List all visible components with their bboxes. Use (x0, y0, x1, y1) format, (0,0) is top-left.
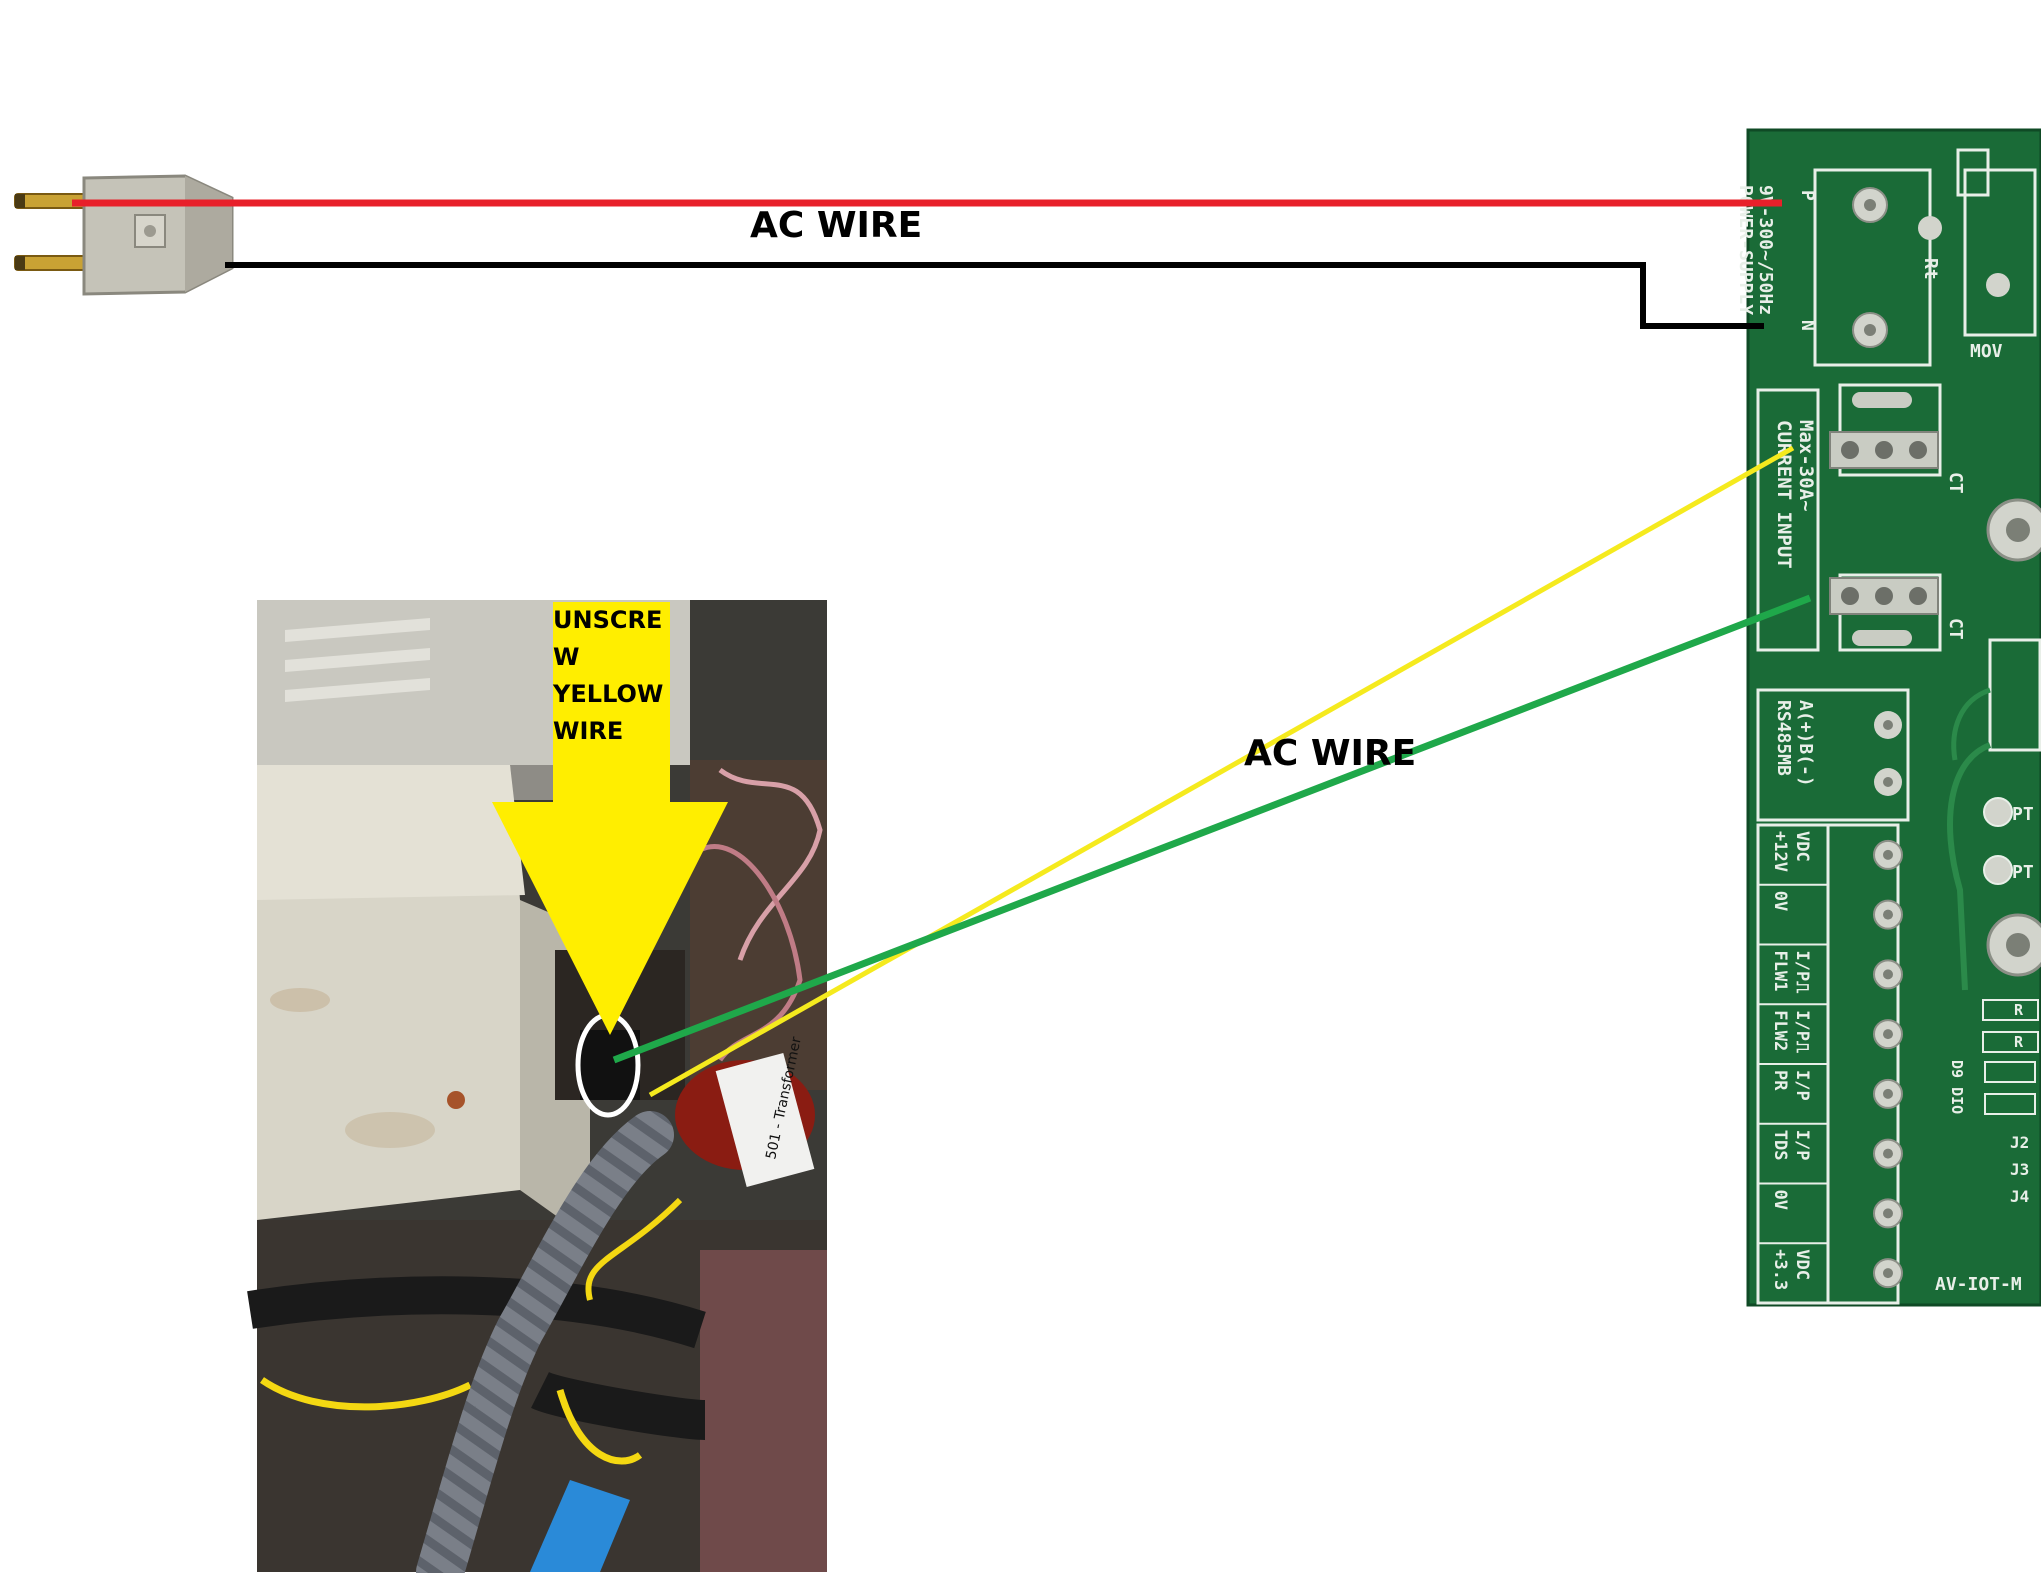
rt-label: Rt (1920, 258, 1941, 280)
mov-label: MOV (1970, 341, 2003, 362)
jumper-j2: J2 (2010, 1133, 2029, 1152)
black-wire (225, 262, 1764, 329)
unscrew-instruction: UNSCRE W YELLOW WIRE (553, 606, 664, 745)
green-wire (612, 594, 1812, 1064)
power-pin-p: P (1797, 190, 1818, 201)
resistor-label-2: R (2014, 1033, 2024, 1051)
equipment-photo: 501 - Transformer (247, 600, 827, 1573)
plug-prong-bottom (14, 255, 88, 271)
pcb-board: 9V-300~/50Hz POWER-SUPPLY P N Rt MOV CUR… (1735, 128, 2041, 1307)
ac-wire-label-top: AC WIRE (750, 205, 923, 246)
jumper-j4: J4 (2010, 1187, 2029, 1206)
yellow-wire (648, 445, 1795, 1098)
ct-label-2: CT (1945, 618, 1966, 640)
terminal-label: 0V (1770, 891, 1790, 911)
unscrew-arrow (492, 602, 728, 1035)
jumper-j3: J3 (2010, 1160, 2029, 1179)
power-supply-label: 9V-300~/50Hz POWER-SUPPLY (1735, 185, 1776, 326)
pt-label-2: PT (2012, 862, 2034, 883)
ac-wire-label-middle: AC WIRE (1244, 733, 1417, 774)
ct-label-1: CT (1945, 472, 1966, 494)
terminal-label: 0V (1770, 1190, 1790, 1210)
ac-plug (14, 174, 234, 296)
part-number: AV-IOT-M (1935, 1274, 2022, 1295)
resistor-label-1: R (2014, 1001, 2024, 1019)
diode-label: D9 DIO (1948, 1060, 1966, 1114)
power-pin-n: N (1797, 320, 1818, 331)
pt-label-1: PT (2012, 804, 2034, 825)
rs485-label: A(+)B(-) RS485MB (1773, 700, 1816, 798)
